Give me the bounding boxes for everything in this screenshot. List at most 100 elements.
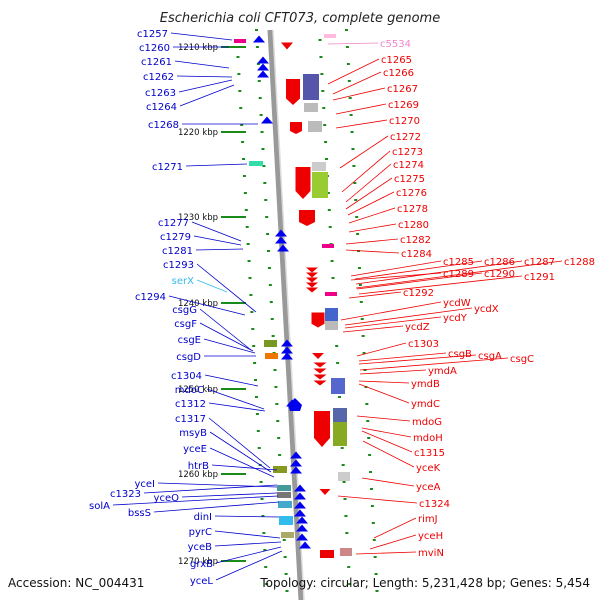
genome-axis bbox=[235, 29, 379, 600]
leader-line bbox=[361, 430, 413, 453]
gene-block bbox=[325, 308, 338, 321]
minus-strand-arrow bbox=[257, 63, 269, 71]
gene-label-csgF: csgF bbox=[174, 319, 197, 330]
leader-line bbox=[361, 427, 412, 438]
gene-label-ymdA: ymdA bbox=[428, 366, 457, 377]
plus-strand-arrow bbox=[306, 267, 318, 273]
minus-strand-genes: c1257c1260c1261c1262c1263c1264c1268c1271… bbox=[89, 29, 283, 587]
gene-label-c1323: c1323 bbox=[110, 489, 141, 500]
gene-block bbox=[249, 161, 263, 166]
minus-strand-arrow bbox=[281, 346, 293, 354]
gene-label-csgC: csgC bbox=[510, 354, 534, 365]
minus-strand-arrow bbox=[296, 533, 308, 541]
leader-line bbox=[350, 260, 442, 277]
leader-line bbox=[358, 380, 410, 384]
leader-line bbox=[178, 79, 233, 93]
plus-strand-arrow bbox=[306, 272, 318, 278]
gene-label-yceI: yceI bbox=[134, 479, 155, 490]
accession-label: Accession: NC_004431 bbox=[8, 576, 144, 590]
leader-line bbox=[373, 517, 417, 539]
gene-label-c1265: c1265 bbox=[381, 55, 412, 66]
gene-label-yceB: yceB bbox=[188, 542, 213, 553]
minus-strand-arrow bbox=[275, 229, 287, 237]
gene-label-csgB: csgB bbox=[448, 349, 472, 360]
leader-line bbox=[176, 75, 233, 78]
gene-label-serX: serX bbox=[172, 276, 194, 287]
gene-label-bssS: bssS bbox=[128, 508, 151, 519]
gene-label-c1291: c1291 bbox=[524, 272, 555, 283]
gene-label-c1281: c1281 bbox=[162, 246, 193, 257]
gene-label-yceH: yceH bbox=[418, 531, 443, 542]
gene-label-csgD: csgD bbox=[176, 352, 201, 363]
gene-label-c1277: c1277 bbox=[158, 218, 189, 229]
gene-label-c1272: c1272 bbox=[390, 132, 421, 143]
gene-label-c1287: c1287 bbox=[524, 257, 555, 268]
leader-line bbox=[358, 275, 523, 295]
leader-line bbox=[344, 316, 442, 329]
gene-label-solA: solA bbox=[89, 501, 110, 512]
gene-label-c1260: c1260 bbox=[139, 43, 170, 54]
gene-block bbox=[312, 172, 328, 198]
leader-line bbox=[345, 177, 393, 210]
gene-label-c1304: c1304 bbox=[171, 371, 202, 382]
gene-block bbox=[304, 103, 318, 112]
leader-line bbox=[350, 272, 442, 281]
leader-line bbox=[341, 150, 391, 193]
leader-line bbox=[168, 295, 246, 316]
gene-block bbox=[333, 408, 347, 422]
leader-line bbox=[348, 223, 397, 233]
leader-line bbox=[204, 374, 259, 387]
minus-strand-arrow bbox=[294, 492, 306, 500]
gene-label-c1257: c1257 bbox=[137, 29, 168, 40]
leader-line bbox=[196, 263, 257, 313]
gene-label-yceK: yceK bbox=[416, 463, 441, 474]
leader-line bbox=[214, 515, 280, 518]
leader-line bbox=[332, 71, 382, 95]
minus-strand-arrow bbox=[261, 116, 273, 124]
gene-block bbox=[278, 501, 292, 508]
gene-label-c1288: c1288 bbox=[564, 257, 595, 268]
leader-line bbox=[193, 235, 242, 246]
leader-line bbox=[179, 84, 235, 107]
plus-strand-arrow bbox=[306, 277, 318, 283]
gene-label-yceL: yceL bbox=[190, 576, 214, 587]
leader-line bbox=[337, 495, 418, 504]
plus-strand-gene-arrow bbox=[314, 411, 330, 447]
minus-strand-arrow bbox=[294, 484, 306, 492]
leader-line bbox=[361, 477, 415, 487]
gene-label-c1274: c1274 bbox=[393, 160, 424, 171]
leader-line bbox=[195, 248, 244, 251]
leader-line bbox=[354, 260, 483, 280]
gene-label-c1267: c1267 bbox=[387, 84, 418, 95]
gene-label-c1262: c1262 bbox=[143, 72, 174, 83]
leader-line bbox=[345, 238, 399, 245]
gene-label-ycdY: ycdY bbox=[443, 313, 468, 324]
gene-label-c1268: c1268 bbox=[148, 120, 179, 131]
leader-line bbox=[208, 402, 266, 412]
leader-line bbox=[214, 530, 281, 539]
leader-line bbox=[211, 464, 278, 471]
small-gene bbox=[324, 34, 336, 38]
leader-line bbox=[335, 119, 388, 129]
kbp-label: 1270 kbp bbox=[178, 557, 218, 567]
leader-line bbox=[327, 42, 379, 45]
gene-label-mdoC: mdoC bbox=[175, 385, 204, 396]
minus-strand-arrow bbox=[290, 459, 302, 467]
leader-line bbox=[358, 354, 477, 365]
gene-label-c1275: c1275 bbox=[394, 174, 425, 185]
leader-line bbox=[208, 417, 271, 469]
gene-label-ycdZ: ycdZ bbox=[405, 322, 430, 333]
minus-strand-arrow bbox=[294, 501, 306, 509]
gene-label-c1315: c1315 bbox=[414, 448, 445, 459]
minus-strand-arrow bbox=[299, 541, 311, 549]
gene-label-mdoG: mdoG bbox=[412, 417, 442, 428]
kbp-label: 1220 kbp bbox=[178, 128, 218, 138]
leader-line bbox=[209, 447, 275, 478]
leader-line bbox=[215, 550, 283, 581]
leader-line bbox=[203, 338, 256, 354]
leader-line bbox=[340, 301, 442, 321]
gene-block bbox=[281, 532, 294, 538]
gene-block bbox=[264, 340, 277, 347]
minus-strand-arrow bbox=[290, 451, 302, 459]
leader-line bbox=[199, 322, 254, 352]
